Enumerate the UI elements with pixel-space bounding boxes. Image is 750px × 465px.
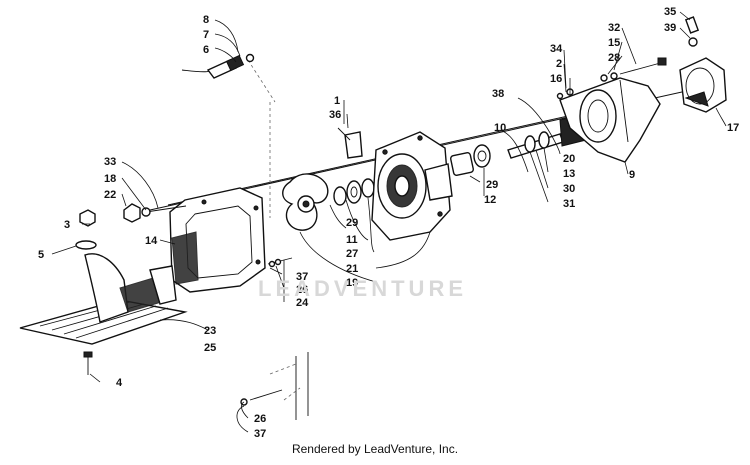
callout-39: 39 — [664, 22, 676, 34]
callout-18: 18 — [104, 173, 116, 185]
callout-1: 1 — [334, 95, 340, 107]
callout-24: 24 — [296, 297, 309, 309]
callout-labels: 8 7 6 1 36 33 18 22 3 5 14 4 23 25 29 11… — [38, 6, 739, 440]
mounting-bracket — [337, 127, 363, 159]
callout-34: 34 — [550, 43, 563, 55]
callout-13: 13 — [563, 168, 575, 180]
callout-29-rear: 29 — [486, 179, 498, 191]
callout-33: 33 — [104, 156, 116, 168]
callout-36: 36 — [329, 109, 341, 121]
callout-20: 20 — [563, 153, 575, 165]
callout-9: 9 — [629, 169, 635, 181]
bearing-set-front — [333, 178, 375, 206]
callout-11: 11 — [346, 234, 358, 246]
callout-37-upper: 37 — [296, 271, 308, 283]
callout-17: 17 — [727, 122, 739, 134]
callout-26-lower: 26 — [254, 413, 266, 425]
plate-bolt — [267, 257, 293, 268]
adapter-plate — [169, 187, 266, 293]
bearing-set-rear — [449, 144, 491, 177]
callout-37-lower: 37 — [254, 428, 266, 440]
callout-15: 15 — [608, 37, 620, 49]
callout-29-front: 29 — [346, 217, 358, 229]
nozzle-housing — [559, 77, 661, 163]
pump-housing — [371, 131, 453, 241]
callout-19: 19 — [346, 277, 358, 289]
callout-14: 14 — [145, 235, 158, 247]
callout-26-upper: 26 — [296, 284, 308, 296]
ride-plate-detail — [240, 352, 309, 420]
callout-28: 28 — [608, 52, 620, 64]
credit-line: Rendered by LeadVenture, Inc. — [291, 442, 459, 456]
callout-30: 30 — [563, 183, 575, 195]
callout-16: 16 — [550, 73, 562, 85]
callout-32: 32 — [608, 22, 620, 34]
callout-31: 31 — [563, 198, 575, 210]
callout-38: 38 — [492, 88, 504, 100]
callout-21: 21 — [346, 263, 358, 275]
callout-6: 6 — [203, 44, 209, 56]
callout-35: 35 — [664, 6, 676, 18]
stud-assembly — [123, 203, 187, 223]
callout-23: 23 — [204, 325, 216, 337]
callout-22: 22 — [104, 189, 116, 201]
callout-27: 27 — [346, 248, 358, 260]
callout-10: 10 — [494, 122, 506, 134]
callout-8: 8 — [203, 14, 209, 26]
callout-25: 25 — [204, 342, 216, 354]
callout-5: 5 — [38, 249, 44, 261]
impeller — [282, 173, 329, 231]
callout-3: 3 — [64, 219, 70, 231]
callout-12: 12 — [484, 194, 496, 206]
watermark: LEADVENTURE — [258, 276, 468, 301]
callout-7: 7 — [203, 29, 209, 41]
steering-cable — [181, 53, 255, 79]
leader-lines — [51, 11, 727, 433]
grate-hardware — [75, 209, 97, 375]
intake-grate — [19, 253, 188, 345]
steering-nozzle — [679, 16, 727, 113]
callout-2: 2 — [556, 58, 562, 70]
callout-4: 4 — [116, 377, 123, 389]
